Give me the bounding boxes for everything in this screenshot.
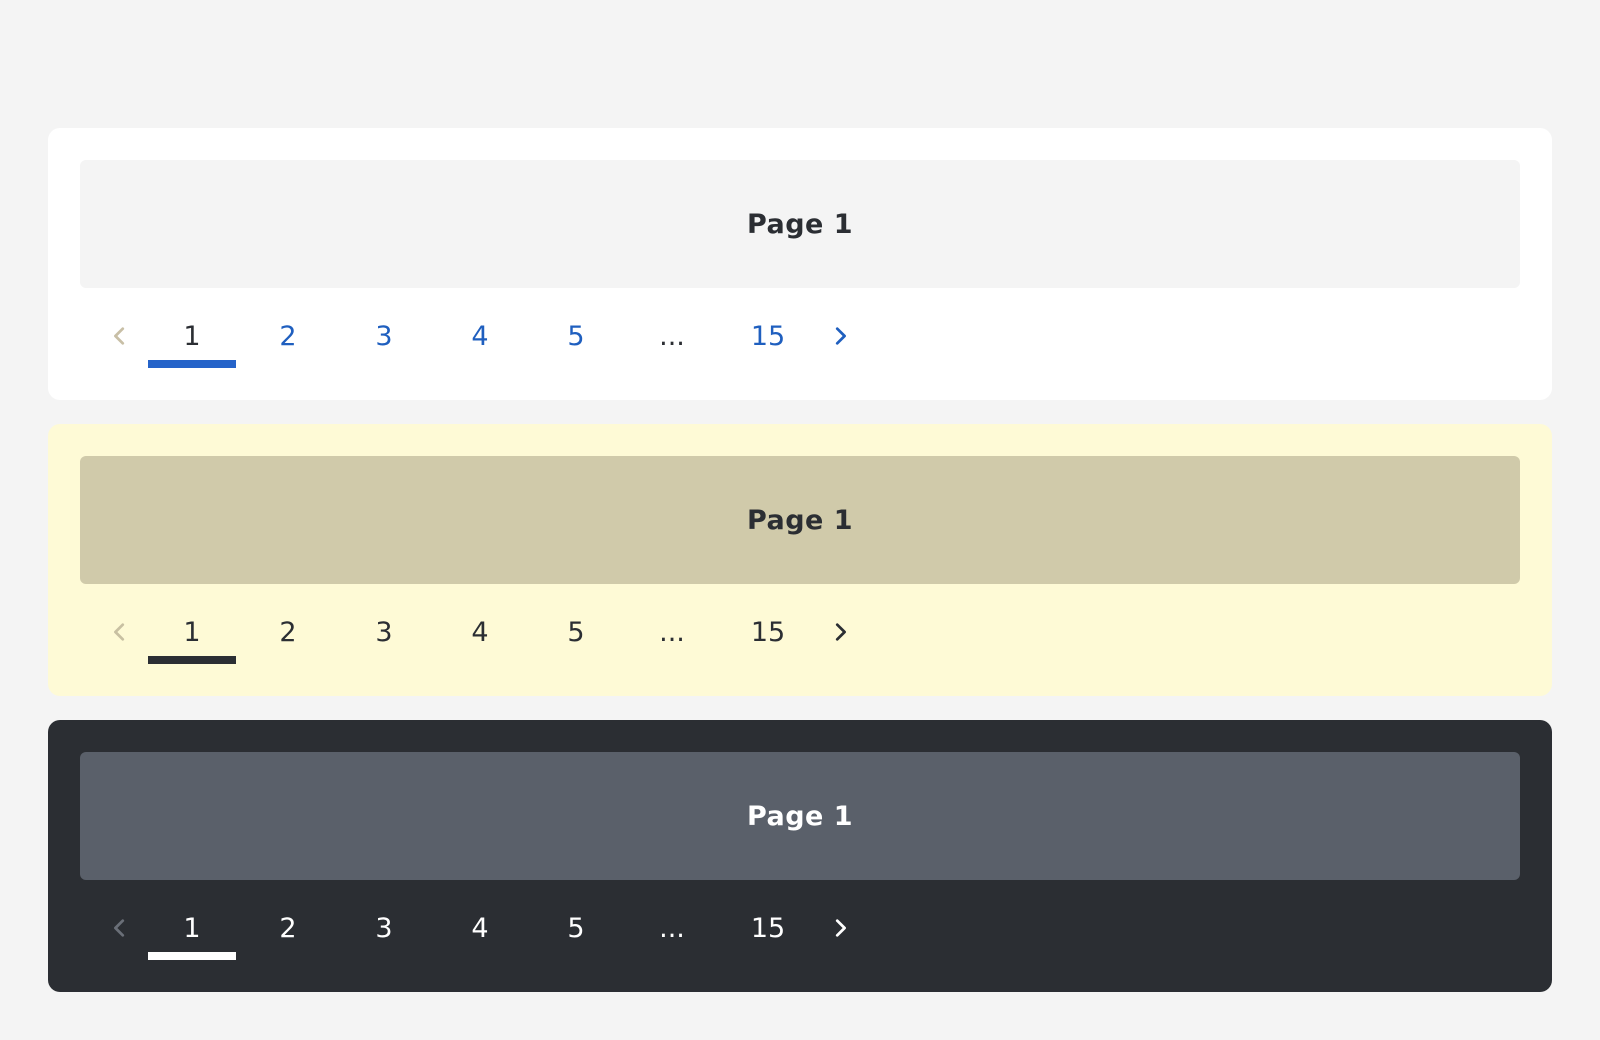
page-content-box: Page 1 bbox=[80, 456, 1520, 584]
page-link-2[interactable]: 2 bbox=[279, 912, 297, 944]
pagination-panel-light: Page 1 1 2 3 4 5 ... 15 bbox=[48, 128, 1552, 400]
page-link-15[interactable]: 15 bbox=[750, 912, 786, 944]
page-link-5[interactable]: 5 bbox=[567, 320, 585, 352]
page-link-3[interactable]: 3 bbox=[375, 616, 393, 648]
page-label: Page 1 bbox=[746, 800, 854, 832]
page-label: Page 1 bbox=[746, 504, 854, 536]
pagination-panel-dark: Page 1 1 2 3 4 5 ... 15 bbox=[48, 720, 1552, 992]
chevron-left-icon bbox=[114, 623, 125, 641]
pagination: 1 2 3 4 5 ... 15 bbox=[96, 888, 864, 968]
page-link-15[interactable]: 15 bbox=[750, 320, 786, 352]
next-page-button[interactable] bbox=[816, 888, 864, 968]
page-link-1[interactable]: 1 bbox=[144, 888, 240, 968]
page-link-2[interactable]: 2 bbox=[279, 320, 297, 352]
page-link-1[interactable]: 1 bbox=[144, 296, 240, 376]
page-link-3[interactable]: 3 bbox=[375, 320, 393, 352]
page-ellipsis: ... bbox=[659, 616, 685, 648]
page-content-box: Page 1 bbox=[80, 752, 1520, 880]
page-link-15[interactable]: 15 bbox=[750, 616, 786, 648]
page-link-5[interactable]: 5 bbox=[567, 616, 585, 648]
chevron-right-icon bbox=[835, 919, 846, 937]
page-link-4[interactable]: 4 bbox=[471, 912, 489, 944]
page-link-5[interactable]: 5 bbox=[567, 912, 585, 944]
next-page-button[interactable] bbox=[816, 296, 864, 376]
next-page-button[interactable] bbox=[816, 592, 864, 672]
previous-page-button[interactable] bbox=[96, 296, 144, 376]
page-ellipsis: ... bbox=[659, 320, 685, 352]
page-link-2[interactable]: 2 bbox=[279, 616, 297, 648]
chevron-left-icon bbox=[114, 919, 125, 937]
chevron-right-icon bbox=[835, 623, 846, 641]
previous-page-button[interactable] bbox=[96, 592, 144, 672]
pagination: 1 2 3 4 5 ... 15 bbox=[96, 296, 864, 376]
page-link-4[interactable]: 4 bbox=[471, 616, 489, 648]
page-ellipsis: ... bbox=[659, 912, 685, 944]
pagination: 1 2 3 4 5 ... 15 bbox=[96, 592, 864, 672]
page-link-1[interactable]: 1 bbox=[144, 592, 240, 672]
chevron-right-icon bbox=[835, 327, 846, 345]
previous-page-button[interactable] bbox=[96, 888, 144, 968]
pagination-panel-yellow: Page 1 1 2 3 4 5 ... 15 bbox=[48, 424, 1552, 696]
page-label: Page 1 bbox=[746, 208, 854, 240]
page-link-3[interactable]: 3 bbox=[375, 912, 393, 944]
page-link-4[interactable]: 4 bbox=[471, 320, 489, 352]
page-content-box: Page 1 bbox=[80, 160, 1520, 288]
chevron-left-icon bbox=[114, 327, 125, 345]
